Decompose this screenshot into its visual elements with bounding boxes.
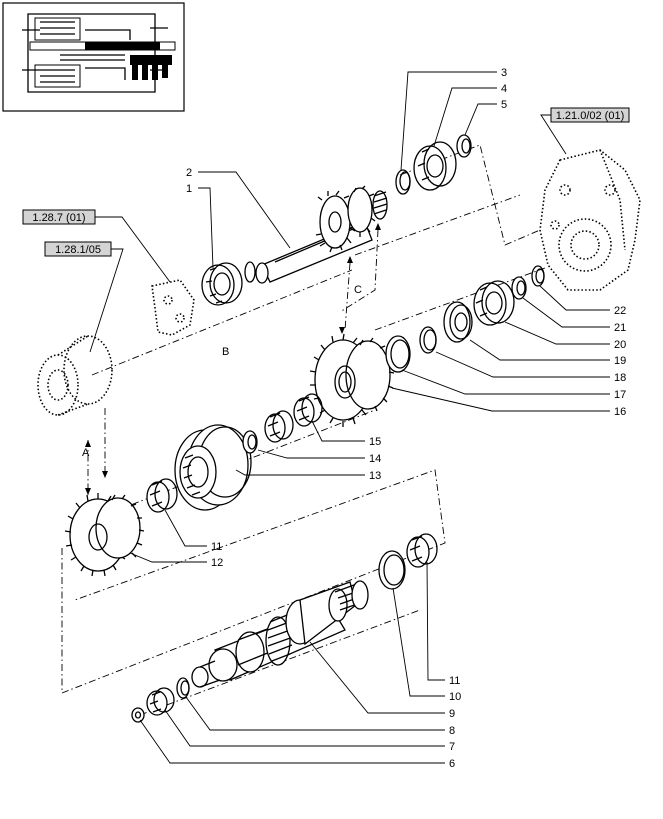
snap-ring-18[interactable] <box>419 326 437 354</box>
upper-shaft-gear-a <box>315 190 356 253</box>
part-number-11-upper: 11 <box>211 541 222 553</box>
part-number-16: 16 <box>614 406 626 418</box>
spacer-upper[interactable] <box>244 261 256 283</box>
part-number-13: 13 <box>369 470 381 482</box>
gear-outline-referenced <box>37 335 113 416</box>
part-number-6: 6 <box>449 758 455 770</box>
part-number-9: 9 <box>449 708 455 720</box>
ring-14[interactable] <box>242 430 258 454</box>
part-number-8: 8 <box>449 725 455 737</box>
part-number-15: 15 <box>369 436 381 448</box>
needle-bearing-15b[interactable] <box>293 393 323 427</box>
reference-box-1-28-7[interactable]: 1.28.7 (01) <box>22 209 96 225</box>
upper-shaft-spline <box>372 190 388 220</box>
part-number-19: 19 <box>614 355 626 367</box>
upper-shaft[interactable] <box>249 185 388 284</box>
part-number-1: 1 <box>186 183 192 195</box>
snap-ring-8[interactable] <box>176 677 190 699</box>
ring-21[interactable] <box>511 276 527 300</box>
gear-12[interactable] <box>64 493 145 577</box>
synchronizer-13[interactable] <box>174 424 252 511</box>
part-number-4: 4 <box>501 83 507 95</box>
reference-box-1-21-0[interactable]: 1.21.0/02 (01) <box>550 107 630 123</box>
part-number-labels: 1 2 3 4 5 6 7 8 9 10 11 11 12 13 14 15 1… <box>186 67 626 770</box>
svg-text:1.21.0/02 (01): 1.21.0/02 (01) <box>556 110 625 122</box>
ring-5[interactable] <box>456 134 472 158</box>
housing-outline <box>539 149 641 291</box>
needle-bearing-11a[interactable] <box>146 478 178 513</box>
ring-17[interactable] <box>385 335 411 373</box>
part-number-2: 2 <box>186 167 192 179</box>
ring-10[interactable] <box>378 550 406 590</box>
part-number-7: 7 <box>449 741 455 753</box>
gear-16[interactable] <box>309 333 395 427</box>
part-number-10: 10 <box>449 691 461 703</box>
lower-shaft-spline <box>265 612 294 666</box>
svg-text:1.28.7 (01): 1.28.7 (01) <box>32 212 85 224</box>
needle-bearing-11b[interactable] <box>406 533 438 568</box>
part-number-17: 17 <box>614 389 626 401</box>
inset-thumbnail[interactable] <box>2 2 185 112</box>
flow-letter-b: B <box>222 346 229 358</box>
snap-ring-22[interactable] <box>531 265 545 287</box>
washer-19[interactable] <box>443 301 473 343</box>
part-number-20: 20 <box>614 339 626 351</box>
bearing-4[interactable] <box>413 141 457 191</box>
lower-shaft[interactable] <box>191 580 369 688</box>
part-number-14: 14 <box>369 453 381 465</box>
bearing-20[interactable] <box>473 280 515 326</box>
bracket-outline <box>151 279 195 336</box>
part-number-3: 3 <box>501 67 507 79</box>
plug-6[interactable] <box>131 707 145 723</box>
flow-letter-a: A <box>82 447 90 459</box>
flow-letter-c: C <box>354 284 362 296</box>
snap-ring-3[interactable] <box>395 169 411 195</box>
part-number-18: 18 <box>614 372 626 384</box>
svg-text:1.28.1/05: 1.28.1/05 <box>55 244 101 256</box>
bearing-1[interactable] <box>201 262 243 306</box>
leader-lines <box>129 71 610 764</box>
part-number-22: 22 <box>614 305 626 317</box>
needle-bearing-15a[interactable] <box>264 410 294 443</box>
reference-box-1-28-1[interactable]: 1.28.1/05 <box>44 241 112 257</box>
part-number-12: 12 <box>211 557 223 569</box>
part-number-5: 5 <box>501 99 507 111</box>
bearing-7[interactable] <box>146 687 175 716</box>
upper-shaft-gear-b <box>347 185 376 237</box>
part-number-11-lower: 11 <box>449 675 460 687</box>
part-number-21: 21 <box>614 322 626 334</box>
